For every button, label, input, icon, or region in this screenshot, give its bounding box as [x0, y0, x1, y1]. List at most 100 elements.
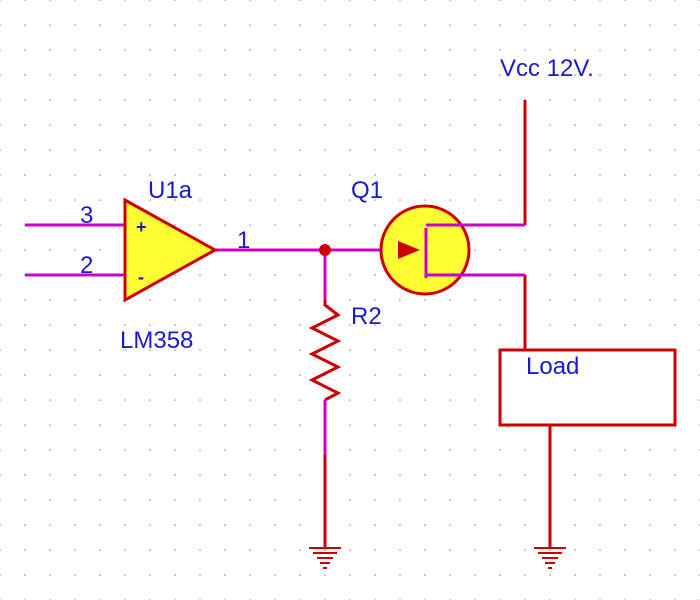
- opamp-triangle: [123, 197, 219, 303]
- grid-dot: [74, 499, 76, 501]
- grid-dot: [674, 299, 676, 301]
- grid-dot: [99, 574, 101, 576]
- grid-dot: [49, 424, 51, 426]
- grid-dot: [349, 224, 351, 226]
- grid-dot: [374, 349, 376, 351]
- grid-dot: [474, 449, 476, 451]
- grid-dot: [624, 149, 626, 151]
- grid-dot: [124, 424, 126, 426]
- grid-dot: [349, 549, 351, 551]
- grid-dot: [49, 449, 51, 451]
- grid-dot: [124, 149, 126, 151]
- grid-dot: [274, 324, 276, 326]
- grid-dot: [599, 574, 601, 576]
- grid-dot: [624, 74, 626, 76]
- grid-dot: [399, 424, 401, 426]
- grid-dot: [324, 324, 326, 326]
- grid-dot: [649, 149, 651, 151]
- grid-dot: [349, 424, 351, 426]
- grid-dot: [24, 374, 26, 376]
- grid-dot: [224, 299, 226, 301]
- grid-dot: [249, 399, 251, 401]
- grid-dot: [424, 174, 426, 176]
- grid-dot: [24, 349, 26, 351]
- grid-dot: [374, 549, 376, 551]
- grid-dot: [474, 149, 476, 151]
- grid-dot: [424, 474, 426, 476]
- resistor-r2: [308, 300, 342, 402]
- grid-dot: [274, 499, 276, 501]
- grid-dot: [24, 99, 26, 101]
- grid-dot: [649, 0, 651, 1]
- grid-dot: [99, 0, 101, 1]
- grid-dot: [249, 0, 251, 1]
- grid-dot: [649, 574, 651, 576]
- grid-dot: [474, 0, 476, 1]
- grid-dot: [499, 299, 501, 301]
- grid-dot: [274, 374, 276, 376]
- grid-dot: [399, 374, 401, 376]
- grid-dot: [399, 174, 401, 176]
- grid-dot: [449, 124, 451, 126]
- grid-dot: [24, 524, 26, 526]
- grid-dot: [299, 399, 301, 401]
- grid-dot: [249, 449, 251, 451]
- grid-dot: [99, 249, 101, 251]
- grid-dot: [49, 199, 51, 201]
- grid-dot: [124, 449, 126, 451]
- grid-dot: [124, 124, 126, 126]
- grid-dot: [374, 574, 376, 576]
- grid-dot: [274, 424, 276, 426]
- grid-dot: [124, 574, 126, 576]
- grid-dot: [49, 49, 51, 51]
- grid-dot: [324, 174, 326, 176]
- grid-dot: [649, 449, 651, 451]
- grid-dot: [349, 149, 351, 151]
- ground-icon: [534, 547, 566, 569]
- grid-dot: [199, 524, 201, 526]
- grid-dot: [74, 24, 76, 26]
- grid-dot: [449, 74, 451, 76]
- grid-dot: [574, 299, 576, 301]
- grid-dot: [399, 99, 401, 101]
- grid-dot: [24, 499, 26, 501]
- grid-dot: [374, 174, 376, 176]
- grid-dot: [549, 0, 551, 1]
- grid-dot: [399, 0, 401, 1]
- grid-dot: [199, 324, 201, 326]
- grid-dot: [424, 199, 426, 201]
- grid-dot: [199, 74, 201, 76]
- grid-dot: [449, 524, 451, 526]
- grid-dot: [299, 574, 301, 576]
- grid-dot: [674, 249, 676, 251]
- grid-dot: [599, 0, 601, 1]
- grid-dot: [249, 524, 251, 526]
- grid-dot: [24, 474, 26, 476]
- grid-dot: [399, 299, 401, 301]
- grid-dot: [449, 424, 451, 426]
- grid-dot: [599, 249, 601, 251]
- grid-dot: [549, 124, 551, 126]
- grid-dot: [49, 374, 51, 376]
- grid-dot: [0, 474, 1, 476]
- grid-dot: [74, 574, 76, 576]
- grid-dot: [199, 424, 201, 426]
- grid-dot: [174, 174, 176, 176]
- grid-dot: [474, 349, 476, 351]
- grid-dot: [174, 224, 176, 226]
- grid-dot: [224, 324, 226, 326]
- grid-dot: [549, 274, 551, 276]
- grid-dot: [374, 49, 376, 51]
- grid-dot: [524, 249, 526, 251]
- vcc-label: Vcc 12V.: [500, 55, 594, 82]
- grid-dot: [549, 49, 551, 51]
- grid-dot: [574, 474, 576, 476]
- transistor-q1-gate-arrow: [398, 241, 420, 259]
- grid-dot: [449, 399, 451, 401]
- grid-dot: [99, 299, 101, 301]
- grid-dot: [174, 374, 176, 376]
- grid-dot: [0, 249, 1, 251]
- grid-dot: [74, 549, 76, 551]
- grid-dot: [249, 99, 251, 101]
- grid-dot: [474, 299, 476, 301]
